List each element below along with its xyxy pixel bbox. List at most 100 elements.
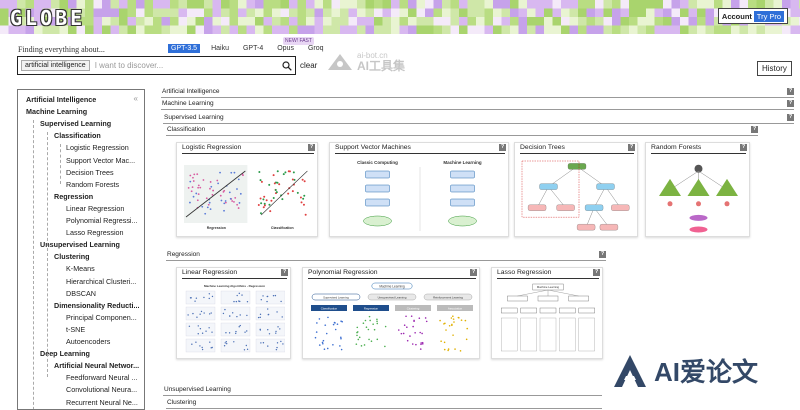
section-header[interactable]: Classification: [166, 126, 758, 136]
tree-item[interactable]: Regression: [54, 191, 94, 201]
model-option-haiku[interactable]: Haiku: [211, 45, 229, 52]
card-thumbnail[interactable]: [651, 157, 744, 233]
thumbnail-shape: [363, 215, 392, 227]
tree-item[interactable]: t-SNE: [66, 324, 86, 334]
tree-item[interactable]: Recurrent Neural Ne...: [66, 397, 138, 407]
thumbnail-shape: [208, 201, 211, 204]
search-input[interactable]: [94, 61, 277, 70]
banner-tile: [629, 8, 638, 17]
search-icon[interactable]: [282, 60, 292, 71]
tree-item[interactable]: DBSCAN: [66, 288, 96, 298]
tree-item[interactable]: Classification: [54, 131, 101, 141]
banner-tile: [331, 17, 340, 26]
banner-tile: [399, 17, 408, 26]
card-thumbnail[interactable]: Machine Learning Algorithms - Regression: [182, 282, 285, 355]
banner-tile: [25, 17, 34, 26]
model-option-gpt-4[interactable]: GPT-4: [242, 45, 264, 52]
account-menu[interactable]: Account Try Pro: [718, 8, 788, 24]
thumbnail-shape: [376, 338, 379, 341]
model-option-opus[interactable]: Opus: [277, 45, 294, 52]
section-header[interactable]: Unsupervised Learning: [163, 386, 602, 396]
help-icon[interactable]: ?: [499, 144, 506, 151]
thumbnail-shape: [276, 170, 279, 173]
thumbnail-shape: [406, 326, 408, 329]
collapse-sidebar-icon[interactable]: «: [133, 94, 138, 103]
help-icon[interactable]: ?: [593, 269, 600, 276]
tree-item[interactable]: Principal Componen...: [66, 312, 137, 322]
section-header[interactable]: Machine Learning: [161, 100, 794, 110]
help-icon[interactable]: ?: [787, 100, 794, 107]
tree-item[interactable]: Support Vector Mac...: [66, 155, 136, 165]
model-option-gpt-3-5[interactable]: GPT-3.5: [168, 44, 201, 53]
tree-item[interactable]: Polynomial Regressi...: [66, 216, 138, 225]
topic-card[interactable]: Support Vector Machines?Classic Computin…: [329, 142, 509, 237]
account-button[interactable]: Account: [721, 11, 752, 21]
app-logo[interactable]: GLOBE: [10, 6, 86, 30]
tree-item[interactable]: Lasso Regression: [66, 228, 124, 238]
tree-item[interactable]: Artificial Intelligence: [26, 95, 97, 104]
section-header[interactable]: Supervised Learning: [163, 114, 794, 124]
card-thumbnail[interactable]: [520, 157, 632, 233]
banner-tile: [646, 25, 655, 34]
topic-card[interactable]: Random Forests?: [645, 142, 750, 237]
banner-tile: [569, 0, 578, 9]
tree-item[interactable]: Random Forests: [66, 179, 120, 189]
tree-item[interactable]: Autoencoders: [66, 337, 111, 346]
topic-chip[interactable]: artificial intelligence: [21, 60, 90, 71]
help-icon[interactable]: ?: [628, 144, 635, 151]
tree-item[interactable]: Supervised Learning: [40, 119, 112, 129]
banner-tile: [561, 8, 570, 17]
topic-card[interactable]: Decision Trees?: [514, 142, 638, 237]
topic-card[interactable]: Lasso Regression?Machine Learning: [491, 267, 603, 359]
section-label: Supervised Learning: [164, 114, 224, 121]
banner-tile: [467, 17, 476, 26]
thumbnail-shape: [225, 332, 227, 334]
section-header[interactable]: Regression: [166, 251, 606, 261]
clear-button[interactable]: clear: [300, 61, 318, 70]
tree-item[interactable]: Decision Trees: [66, 167, 114, 177]
tree-item[interactable]: Machine Learning: [26, 107, 88, 117]
tree-item[interactable]: Dimensionality Reducti...: [54, 300, 140, 310]
card-thumbnail[interactable]: Machine Learning: [497, 282, 597, 355]
help-icon[interactable]: ?: [787, 88, 794, 95]
banner-tile: [714, 25, 723, 34]
tree-item[interactable]: Feedforward Neural ...: [66, 373, 138, 383]
section-header[interactable]: Artificial Intelligence: [161, 88, 794, 98]
tree-item[interactable]: Hierarchical Clusteri...: [66, 276, 137, 286]
banner-tile: [68, 17, 77, 26]
tree-item[interactable]: Clustering: [54, 252, 90, 262]
tree-item[interactable]: Convolutional Neura...: [66, 385, 138, 395]
help-icon[interactable]: ?: [470, 269, 477, 276]
try-pro-button[interactable]: Try Pro: [753, 10, 785, 22]
tree-item[interactable]: K-Means: [66, 264, 95, 274]
tree-item[interactable]: Deep Learning: [40, 349, 90, 359]
help-icon[interactable]: ?: [751, 126, 758, 133]
tree-item[interactable]: Linear Regression: [66, 203, 125, 213]
help-icon[interactable]: ?: [281, 269, 288, 276]
thumbnail-shape: [355, 343, 358, 345]
tree-item[interactable]: Artificial Neural Networ...: [54, 361, 140, 371]
banner-tile: [620, 17, 629, 26]
thumbnail-shape: [238, 326, 240, 328]
help-icon[interactable]: ?: [308, 144, 315, 151]
banner-tile: [790, 8, 799, 17]
help-icon[interactable]: ?: [599, 251, 606, 258]
thumbnail-image: Machine Learning: [501, 283, 595, 352]
section-header[interactable]: Clustering: [166, 399, 602, 409]
history-button[interactable]: History: [757, 61, 792, 76]
help-icon[interactable]: ?: [740, 144, 747, 151]
thumbnail-shape: [233, 300, 235, 303]
banner-tile: [255, 8, 264, 17]
tree-item[interactable]: Unsupervised Learning: [40, 240, 120, 250]
model-option-groq[interactable]: Groq: [307, 45, 324, 52]
banner-tile: [365, 17, 374, 26]
tree-item[interactable]: Logistic Regression: [66, 143, 129, 153]
help-icon[interactable]: ?: [787, 114, 794, 121]
topic-card[interactable]: Linear Regression?Machine Learning Algor…: [176, 267, 291, 359]
thumbnail-shape: [409, 335, 411, 337]
